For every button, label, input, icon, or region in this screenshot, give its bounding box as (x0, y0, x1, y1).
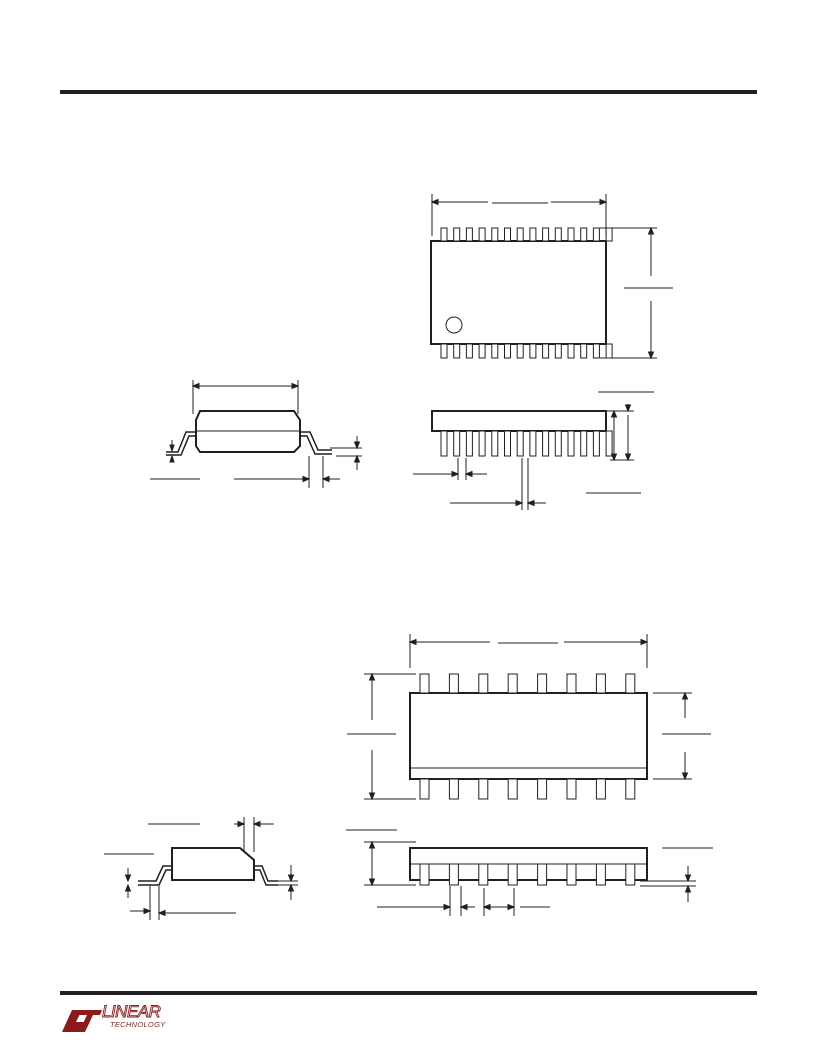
bottom-package-end-view (104, 817, 298, 920)
pin (465, 430, 473, 457)
pin (504, 227, 511, 242)
pin (440, 343, 448, 359)
pin (491, 343, 499, 359)
pin (625, 673, 636, 694)
header-rule (60, 90, 757, 94)
pin (453, 343, 461, 359)
pin (605, 430, 613, 457)
pin (453, 430, 461, 457)
logo-subtext: TECHNOLOGY (110, 1020, 166, 1029)
pin (448, 778, 459, 800)
pin (580, 227, 588, 242)
pin (625, 778, 636, 800)
pin (542, 227, 550, 242)
logo-wordmark: LINEAR (102, 1002, 162, 1021)
pin (478, 863, 489, 886)
top-package-side-view (413, 391, 654, 510)
bottom-pins-lower (419, 778, 636, 800)
bottom-package-side-view (346, 829, 713, 916)
pin (507, 673, 518, 694)
pin (507, 863, 518, 886)
pin (507, 778, 518, 800)
pin (478, 673, 489, 694)
pin (567, 430, 575, 457)
pin (465, 227, 473, 242)
pin (566, 863, 577, 886)
pin (529, 343, 537, 359)
pin (448, 863, 459, 886)
pin (537, 673, 548, 694)
pin (592, 430, 600, 457)
pin (595, 778, 606, 800)
pin (419, 863, 430, 886)
top-package-end-view (150, 380, 362, 488)
pin (504, 343, 511, 359)
pin (453, 227, 461, 242)
pin (537, 778, 548, 800)
pin (419, 673, 430, 694)
pin (554, 343, 562, 359)
pin (542, 430, 550, 457)
pin (440, 227, 448, 242)
pin (566, 778, 577, 800)
lt-logo-icon (62, 1010, 102, 1032)
pin (554, 227, 562, 242)
pin (537, 863, 548, 886)
bottom-package-top-view (347, 634, 711, 801)
pin (478, 227, 486, 242)
pin (478, 430, 486, 457)
pin (595, 673, 606, 694)
pin (478, 343, 486, 359)
pin (554, 430, 562, 457)
pin (448, 673, 459, 694)
pin (516, 430, 524, 457)
footer-rule (60, 991, 757, 995)
pin (516, 227, 524, 242)
top-pins-upper (440, 227, 613, 242)
pin (440, 430, 448, 457)
pin (529, 227, 537, 242)
pin (580, 343, 588, 359)
pin (516, 343, 524, 359)
pin (625, 863, 636, 886)
pin (567, 227, 575, 242)
pin (529, 430, 537, 457)
pin (566, 673, 577, 694)
side-pins-bottom (419, 863, 636, 886)
pin (605, 343, 613, 359)
pin (491, 227, 499, 242)
pin (592, 227, 600, 242)
top-package-top-view (430, 194, 673, 360)
side-pins (440, 430, 613, 457)
pin (491, 430, 499, 457)
pin (605, 227, 613, 242)
top-pins-lower (440, 343, 613, 359)
pin (465, 343, 473, 359)
pin (592, 343, 600, 359)
pin (419, 778, 430, 800)
pin (595, 863, 606, 886)
pin (567, 343, 575, 359)
pin (580, 430, 588, 457)
pin (542, 343, 550, 359)
pin (504, 430, 511, 457)
bottom-pins-upper (419, 673, 636, 694)
pin (478, 778, 489, 800)
